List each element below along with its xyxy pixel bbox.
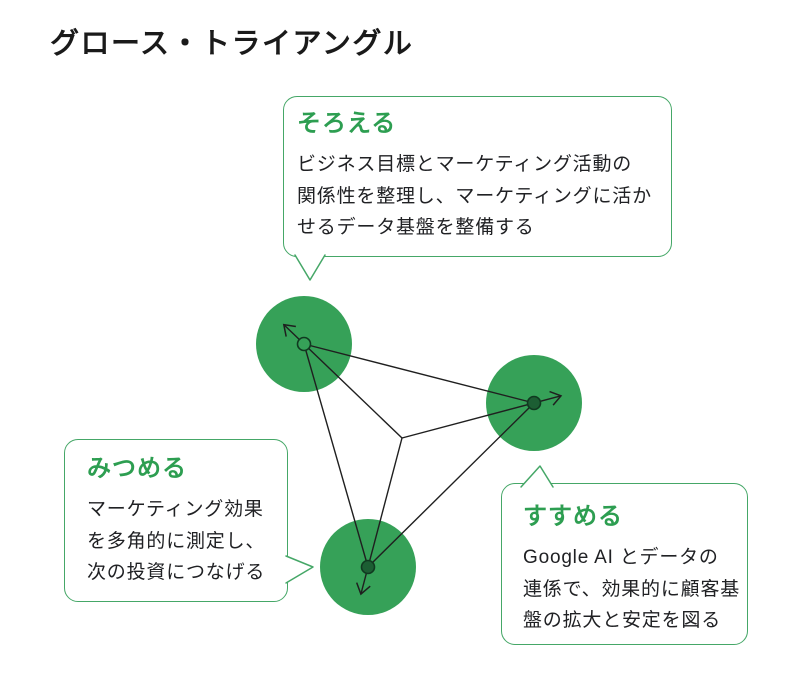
callout-soroeru-line-1: ビジネス目標とマーケティング活動の xyxy=(297,154,633,175)
callout-tail-right-icon xyxy=(284,555,314,584)
edge-soroeru-mitsumeru xyxy=(303,343,369,568)
callout-mitsumeru: みつめる マーケティング効果 を多角的に測定し、 次の投資につなげる xyxy=(64,439,314,602)
node-soroeru-open-circle-icon xyxy=(296,336,312,352)
callout-susumeru-heading: すすめる xyxy=(523,503,623,530)
callout-soroeru-line-2: 関係性を整理し、マーケティングに活か xyxy=(297,185,652,207)
callout-susumeru-line-3: 盤の拡大と安定を図る xyxy=(523,610,722,631)
callout-soroeru-line-3: せるデータ基盤を整備する xyxy=(297,217,535,238)
callout-mitsumeru-line-2: を多角的に測定し、 xyxy=(87,530,266,552)
callout-mitsumeru-line-3: 次の投資につなげる xyxy=(87,562,266,583)
callout-tail-up-icon xyxy=(520,464,554,488)
callout-mitsumeru-heading: みつめる xyxy=(87,455,187,482)
callout-soroeru-heading: そろえる xyxy=(297,110,397,137)
page-title: グロース・トライアングル xyxy=(50,28,414,60)
edge-soroeru-susumeru xyxy=(303,343,535,404)
node-mitsumeru-filled-circle-icon xyxy=(360,559,376,575)
node-susumeru-filled-circle-icon xyxy=(526,395,542,411)
edge-susumeru-mitsumeru xyxy=(367,402,535,568)
callout-tail-down-icon xyxy=(294,253,326,281)
callout-susumeru-line-2: 連係で、効果的に顧客基 xyxy=(523,578,741,600)
callout-susumeru: すすめる Google AI とデータの 連係で、効果的に顧客基 盤の拡大と安定… xyxy=(501,464,748,645)
callout-susumeru-line-1: Google AI とデータの xyxy=(523,547,719,568)
callout-soroeru: そろえる ビジネス目標とマーケティング活動の 関係性を整理し、マーケティングに活… xyxy=(283,96,672,281)
callout-mitsumeru-line-1: マーケティング効果 xyxy=(87,499,264,520)
